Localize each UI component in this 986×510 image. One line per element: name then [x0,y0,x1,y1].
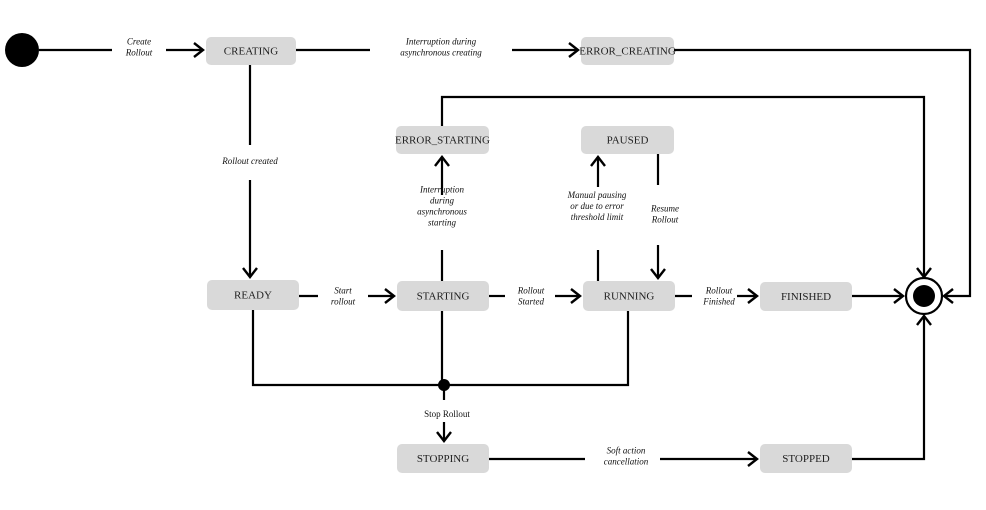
label-stop-rollout: Stop Rollout [424,409,470,419]
edge-soft-action-cancellation [489,451,759,467]
edge-interruption-starting [434,155,450,281]
edge-interruption-creating [296,42,580,58]
state-error-starting: ERROR_STARTING [395,126,490,154]
edge-manual-pausing [590,155,606,281]
edge-rollout-started [489,288,582,304]
edge-resume-rollout [650,154,666,280]
state-paused: PAUSED [581,126,674,154]
edge-start-rollout [299,288,396,304]
arrowhead-icon [193,42,205,58]
arrowhead-icon [916,314,932,326]
arrowhead-icon [590,155,606,167]
state-label: ERROR_CREATING [579,46,676,58]
state-label: STOPPING [417,453,469,465]
state-label: STOPPED [782,453,830,465]
state-running: RUNNING [583,281,675,311]
final-state-core [913,285,935,307]
state-label: RUNNING [604,291,655,303]
state-label: STARTING [417,291,470,303]
arrowhead-icon [893,288,905,304]
edge-finished-to-end [852,288,905,304]
arrowhead-icon [384,288,396,304]
state-creating: CREATING [206,37,296,65]
state-label: PAUSED [607,135,649,147]
state-label: FINISHED [781,291,831,303]
arrowhead-icon [570,288,582,304]
state-ready: READY [207,280,299,310]
edge-rollout-finished [675,288,759,304]
arrowhead-icon [242,267,258,279]
state-starting: STARTING [397,281,489,311]
arrowhead-icon [568,42,580,58]
junction-dot [438,379,450,391]
arrowhead-icon [942,288,954,304]
edge-stop-join [251,310,630,387]
edge-error-starting-to-end [440,95,932,279]
initial-state [5,33,39,67]
arrowhead-icon [650,268,666,280]
arrowhead-icon [436,431,452,443]
state-finished: FINISHED [760,282,852,311]
edge-create-rollout [39,42,205,58]
edge-error-creating-to-end [674,48,972,304]
arrowhead-icon [434,155,450,167]
arrowhead-icon [747,288,759,304]
state-label: ERROR_STARTING [395,135,490,147]
label-rollout-created: Rollout created [221,156,278,166]
state-label: CREATING [224,46,278,58]
arrowhead-icon [747,451,759,467]
state-stopped: STOPPED [760,444,852,473]
state-label: READY [234,290,272,302]
edge-stopped-to-end [852,314,932,461]
states: CREATING ERROR_CREATING ERROR_STARTING PAUS… [206,37,852,473]
transitions [39,42,972,467]
state-stopping: STOPPING [397,444,489,473]
edge-rollout-created [242,65,258,279]
state-error-creating: ERROR_CREATING [579,37,676,65]
